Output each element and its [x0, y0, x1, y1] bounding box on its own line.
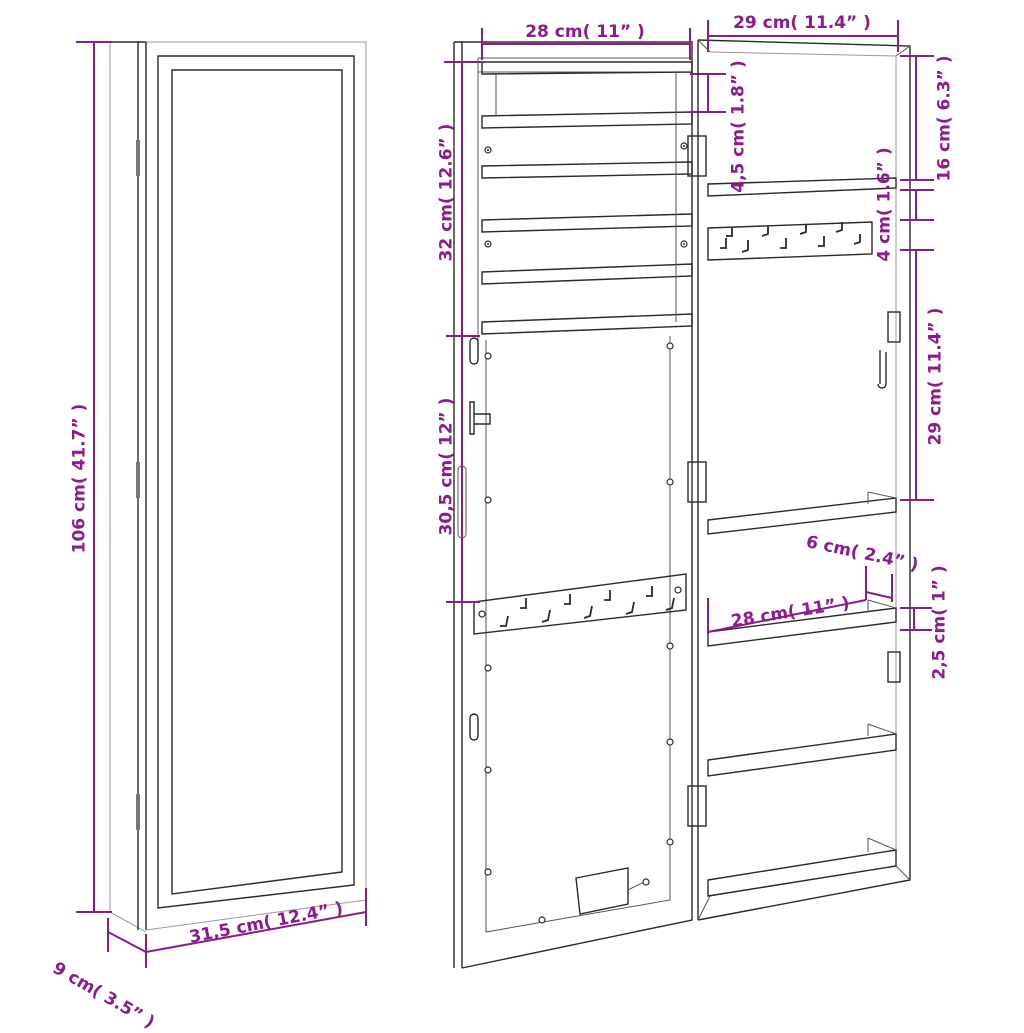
hinge-icon [136, 794, 140, 830]
latch-icon [887, 311, 901, 343]
closed-cabinet [109, 41, 367, 933]
dim-depth [107, 918, 147, 968]
cabinet-body [697, 39, 911, 921]
dim-shelf-lip [900, 607, 932, 631]
hinge-icon [136, 140, 140, 176]
label-door-inner-width: 28 cm( 11” ) [525, 22, 645, 42]
dim-shelf-width [707, 598, 867, 634]
hinge-icon [136, 462, 140, 498]
label-shelf-lip-height: 2,5 cm( 1” ) [929, 565, 950, 680]
label-middle-compartment-height: 29 cm( 11.4” ) [925, 307, 946, 446]
label-top-compartment-height: 16 cm( 6.3” ) [934, 55, 955, 182]
body-hook-rail [707, 221, 873, 261]
shelves [707, 491, 897, 897]
dim-door-lower-height [446, 336, 480, 603]
hinges [687, 135, 707, 827]
open-door [453, 41, 707, 969]
label-door-lower-height: 30,5 cm( 12” ) [436, 397, 457, 536]
dim-hook-rail-height [900, 189, 934, 221]
dim-bar-spacing [690, 73, 726, 113]
label-overall-height: 106 cm( 41.7” ) [69, 403, 90, 554]
screws [484, 142, 688, 924]
bracket-icon [469, 337, 479, 365]
dim-overall-width [145, 888, 367, 953]
label-hook-rail-height: 4 cm( 1.6” ) [874, 147, 895, 262]
battery-box-icon [575, 867, 629, 915]
dim-top-compartment [900, 55, 934, 181]
label-jewellery-area-height: 32 cm( 12.6” ) [436, 123, 457, 262]
jewellery-bars [481, 61, 693, 335]
bracket-icon [469, 713, 479, 741]
door-hook-rail [473, 573, 687, 635]
dim-body-inner-width [707, 20, 899, 52]
key-hook-icon [877, 350, 887, 389]
dim-door-inner-width [481, 28, 691, 60]
label-body-inner-width: 29 cm( 11.4” ) [733, 13, 871, 33]
dim-overall-height [76, 41, 112, 913]
label-bar-spacing: 4,5 cm( 1.8” ) [728, 60, 749, 193]
latch-icon [887, 651, 901, 683]
dim-shelf-depth [865, 566, 893, 602]
dim-middle-compartment [900, 249, 934, 501]
